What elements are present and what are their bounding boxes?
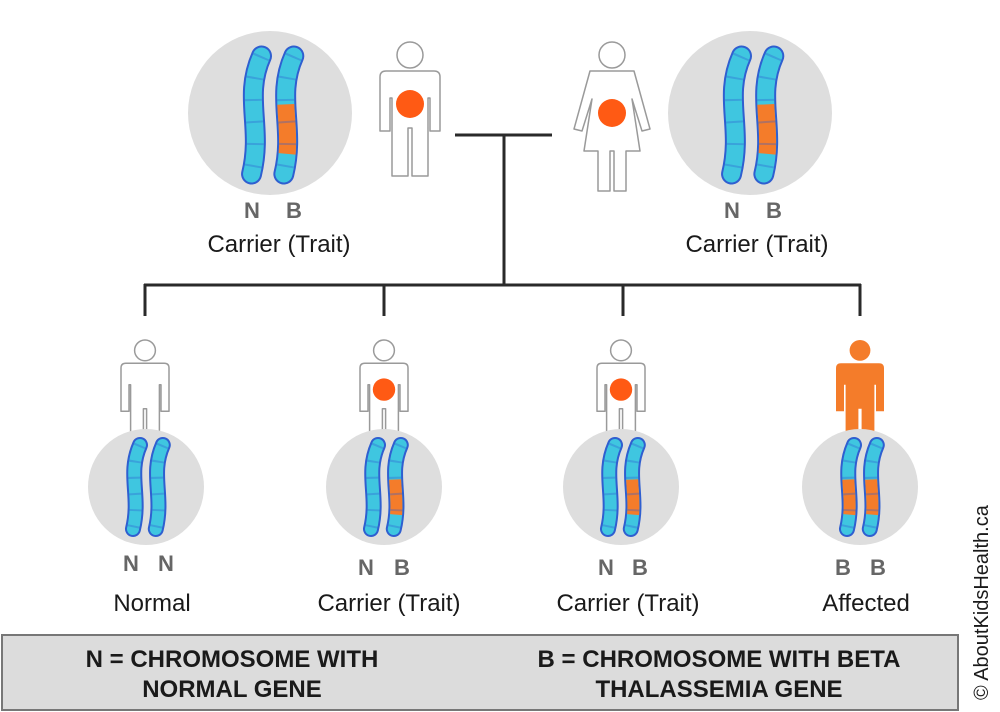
chromosome-pair <box>124 437 171 537</box>
legend-normal-line-2: NORMAL GENE <box>142 676 322 703</box>
child-2: N B Carrier (Trait) <box>317 339 461 617</box>
chromosome <box>622 437 646 537</box>
child-1: N N Normal <box>88 339 204 617</box>
allele-letter: N <box>244 198 260 223</box>
beta-gene-band <box>624 442 644 531</box>
pedigree-lines <box>143 133 862 316</box>
chromosome <box>241 45 272 185</box>
genotype-status: Carrier (Trait) <box>685 231 828 258</box>
chromosome-pair <box>721 45 785 185</box>
chromosome-pair <box>838 437 885 537</box>
chromosome-pair <box>362 437 409 537</box>
chromosome-circle <box>326 429 442 545</box>
beta-gene-band <box>387 442 407 531</box>
chromosome <box>861 437 885 537</box>
allele-letter: B <box>286 198 302 223</box>
allele-letter: N <box>158 551 174 576</box>
legend: N = CHROMOSOME WITH NORMAL GENE B = CHRO… <box>1 634 959 711</box>
female-figure-icon <box>573 41 651 192</box>
chromosome <box>362 437 386 537</box>
person-figure-icon <box>359 339 409 448</box>
chromosome <box>753 45 785 185</box>
chromosome-circle <box>563 429 679 545</box>
allele-letter: B <box>394 555 410 580</box>
chromosome <box>124 437 148 537</box>
copyright-notice: © AboutKidsHealth.ca <box>971 504 993 700</box>
allele-letter: N <box>598 555 614 580</box>
chromosome-circle <box>188 31 352 195</box>
legend-beta-line-1: B = CHROMOSOME WITH BETA <box>538 646 901 673</box>
legend-beta-line-2: THALASSEMIA GENE <box>595 676 842 703</box>
beta-gene-band <box>755 52 782 177</box>
gene-dot-icon <box>609 378 633 401</box>
chromosome <box>273 45 305 185</box>
genotype-status: Carrier (Trait) <box>556 590 699 617</box>
legend-box <box>1 634 959 711</box>
person-figure-icon <box>836 340 884 448</box>
allele-letter: B <box>632 555 648 580</box>
chromosome-pair <box>599 437 646 537</box>
chromosome <box>838 437 862 537</box>
allele-letter: N <box>724 198 740 223</box>
beta-gene-band <box>841 442 860 531</box>
allele-letter: B <box>870 555 886 580</box>
genotype-status: Affected <box>822 590 910 617</box>
parent-mother: N B Carrier (Trait) <box>573 31 832 258</box>
genotype-status: Carrier (Trait) <box>207 231 350 258</box>
parent-father: N B Carrier (Trait) <box>188 31 441 258</box>
allele-letter: N <box>123 551 139 576</box>
gene-dot-icon <box>396 90 424 118</box>
genotype-status: Normal <box>113 590 190 617</box>
legend-normal-line-1: N = CHROMOSOME WITH <box>86 646 379 673</box>
chromosome <box>721 45 752 185</box>
chromosome-pair <box>241 45 305 185</box>
chromosome <box>599 437 623 537</box>
gene-dot-icon <box>372 378 396 401</box>
male-figure-icon <box>379 41 441 177</box>
allele-letter: B <box>835 555 851 580</box>
child-3: N B Carrier (Trait) <box>556 339 700 617</box>
chromosome-circle <box>802 429 918 545</box>
chromosome-circle <box>88 429 204 545</box>
chromosome <box>147 437 171 537</box>
child-4: B B Affected <box>802 340 918 617</box>
person-figure-icon <box>596 339 646 448</box>
beta-gene-band <box>863 442 883 531</box>
genotype-status: Carrier (Trait) <box>317 590 460 617</box>
allele-letter: N <box>358 555 374 580</box>
chromosome-circle <box>668 31 832 195</box>
allele-letter: B <box>766 198 782 223</box>
gene-dot-icon <box>598 99 626 127</box>
beta-gene-band <box>275 52 302 177</box>
chromosome <box>385 437 409 537</box>
